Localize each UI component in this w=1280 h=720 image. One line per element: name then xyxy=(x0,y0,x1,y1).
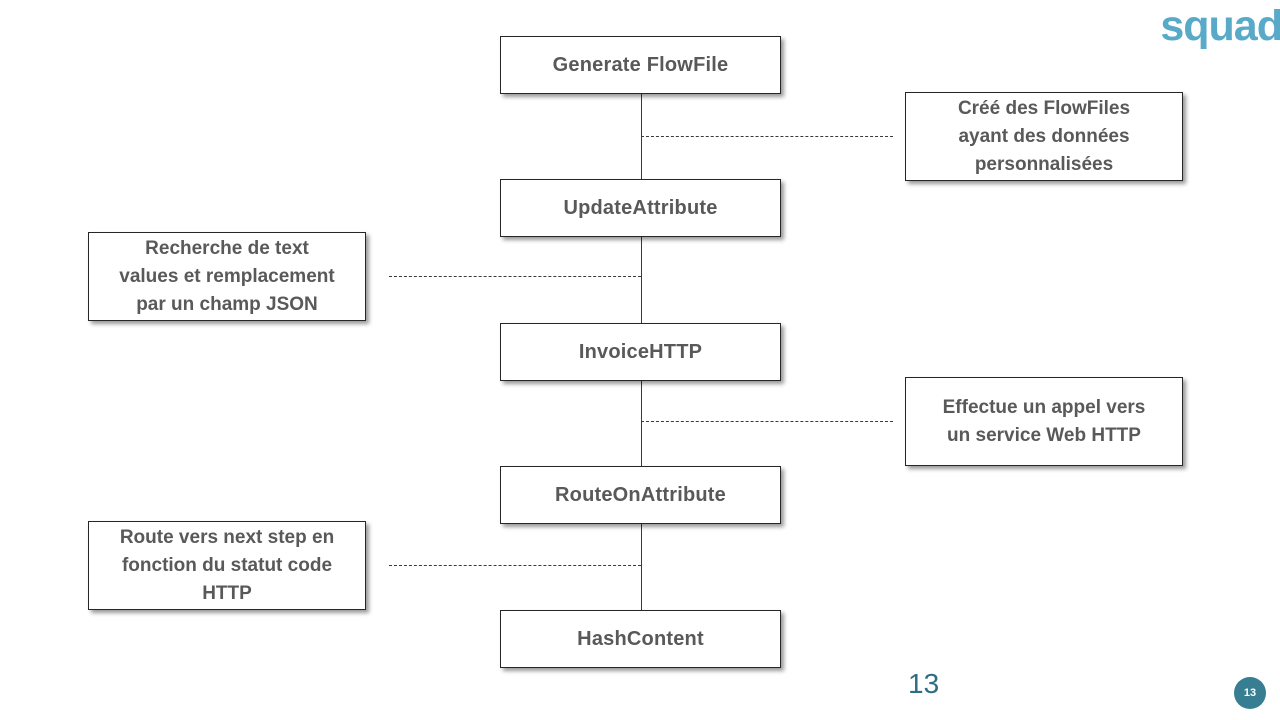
page-number-badge: 13 xyxy=(1234,677,1266,709)
dashed-connector-right-2 xyxy=(641,421,893,422)
annotation-http-call: Effectue un appel vers un service Web HT… xyxy=(905,377,1183,466)
dashed-connector-right-1 xyxy=(641,136,893,137)
annotation-line: Route vers next step en xyxy=(119,526,335,548)
page-number: 13 xyxy=(908,668,940,699)
annotation-line: ayant des données xyxy=(958,125,1130,147)
annotation-line: personnalisées xyxy=(974,153,1114,175)
connector-line-4 xyxy=(641,524,642,610)
flow-node-label: InvoiceHTTP xyxy=(578,340,703,363)
flow-node-label: HashContent xyxy=(577,627,704,650)
annotation-line: fonction du statut code xyxy=(121,554,333,576)
annotation-line: values et remplacement xyxy=(119,265,335,287)
flow-node-hash-content: HashContent xyxy=(500,610,781,668)
page-number-badge-label: 13 xyxy=(1243,687,1257,699)
flow-node-update-attribute: UpdateAttribute xyxy=(500,179,781,237)
annotation-line: par un champ JSON xyxy=(136,293,318,315)
dashed-connector-left-1 xyxy=(389,276,641,277)
dashed-connector-left-2 xyxy=(389,565,641,566)
annotation-create-flowfiles: Créé des FlowFiles ayant des données per… xyxy=(905,92,1183,181)
annotation-search-replace-json: Recherche de text values et remplacement… xyxy=(88,232,366,321)
squad-logo: squad xyxy=(1160,2,1280,50)
annotation-line: Créé des FlowFiles xyxy=(957,97,1131,119)
flow-node-label: Generate FlowFile xyxy=(552,53,729,76)
annotation-route-status-code: Route vers next step en fonction du stat… xyxy=(88,521,366,610)
flow-node-generate-flowfile: Generate FlowFile xyxy=(500,36,781,94)
annotation-line: HTTP xyxy=(202,582,252,604)
connector-line-3 xyxy=(641,381,642,466)
flow-node-label: RouteOnAttribute xyxy=(555,483,726,506)
connector-line-2 xyxy=(641,237,642,323)
flow-node-label: UpdateAttribute xyxy=(563,196,718,219)
annotation-line: un service Web HTTP xyxy=(947,424,1141,446)
annotation-line: Recherche de text xyxy=(145,237,309,259)
annotation-line: Effectue un appel vers xyxy=(942,396,1146,418)
flow-node-route-on-attribute: RouteOnAttribute xyxy=(500,466,781,524)
flow-node-invoice-http: InvoiceHTTP xyxy=(500,323,781,381)
